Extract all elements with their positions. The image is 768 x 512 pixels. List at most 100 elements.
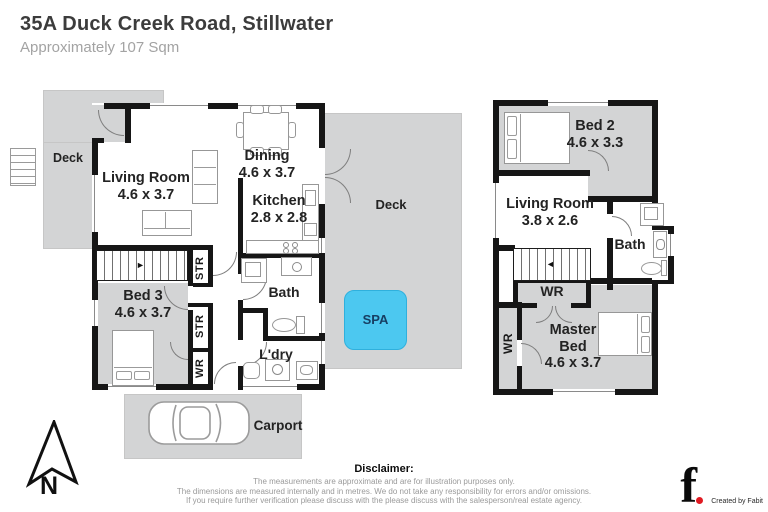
fabit-credit: Created by Fabit — [711, 498, 763, 505]
washing-machine-icon — [265, 359, 290, 381]
chair-icon — [288, 122, 296, 138]
wall — [493, 245, 515, 251]
disclaimer-line: The dimensions are measured internally a… — [176, 486, 592, 496]
pillow-icon — [507, 139, 517, 159]
kitchen-counter-icon — [246, 240, 319, 254]
window — [150, 103, 208, 109]
wall — [95, 245, 212, 250]
master-bed-label: Master Bed 4.6 x 3.7 — [544, 322, 602, 372]
window — [108, 384, 156, 390]
vanity-icon — [653, 231, 667, 258]
window — [668, 234, 674, 256]
sofa-cushion-line — [165, 212, 166, 228]
sofa-icon — [142, 210, 192, 236]
car-icon — [148, 401, 250, 445]
toilet-tank-icon — [661, 260, 667, 276]
blanket-line — [637, 314, 638, 354]
page-subtitle: Approximately 107 Sqm — [20, 39, 180, 56]
deck-left-label: Deck — [53, 151, 83, 165]
chair-icon — [268, 105, 282, 114]
stove-burner-icon — [283, 248, 289, 254]
wall — [652, 100, 658, 226]
dining-table-icon — [243, 112, 289, 150]
wall — [513, 303, 537, 308]
blanket-line — [114, 367, 152, 368]
wall — [571, 303, 591, 308]
wall — [190, 283, 213, 287]
kitchen-counter-icon — [302, 184, 319, 254]
toilet-icon — [641, 262, 662, 275]
fabit-logo: f Created by Fabit — [655, 457, 765, 512]
shelf-line — [194, 167, 216, 168]
north-label: N — [40, 472, 59, 500]
wall — [188, 245, 193, 390]
door-gap — [238, 340, 243, 366]
str1-label: STR — [194, 256, 206, 280]
stove-burner-icon — [292, 248, 298, 254]
disclaimer-block: Disclaimer: The measurements are approxi… — [0, 463, 768, 506]
stairs-direction-icon: ◄ — [546, 259, 555, 269]
wall — [92, 138, 104, 143]
stairs-direction-icon: ► — [136, 260, 145, 270]
toilet-icon — [272, 318, 296, 332]
bed-icon — [112, 330, 154, 386]
tub-basin-icon — [300, 365, 313, 375]
window — [319, 238, 325, 258]
deck-right-label: Deck — [375, 197, 407, 212]
window — [238, 103, 296, 109]
wall — [238, 253, 325, 258]
shower-tray-icon — [644, 207, 658, 220]
wall — [188, 348, 213, 352]
sink-icon — [656, 239, 665, 250]
deck-steps-icon — [10, 148, 36, 186]
wr-top-label: WR — [540, 283, 564, 299]
window — [92, 300, 98, 326]
stairs — [96, 250, 188, 281]
vanity-icon — [281, 257, 312, 276]
door-gap — [188, 286, 193, 310]
dining-label: Dining 4.6 x 3.7 — [238, 148, 296, 181]
wall — [263, 336, 325, 341]
stove-burner-icon — [292, 242, 298, 248]
page-title: 35A Duck Creek Road, Stillwater — [20, 13, 334, 35]
wall — [586, 278, 652, 284]
laundry-label: L'dry — [259, 346, 293, 362]
wall — [652, 280, 658, 395]
disclaimer-line: The measurements are approximate and are… — [253, 477, 515, 486]
shelf-unit-icon — [192, 150, 218, 204]
wall — [588, 196, 652, 202]
upper-bath-label: Bath — [614, 236, 646, 252]
chair-icon — [250, 147, 264, 156]
sofa-back-line — [144, 228, 190, 229]
chair-icon — [250, 105, 264, 114]
living-room-label: Living Room 4.6 x 3.7 — [102, 170, 190, 203]
wr-strip-floor — [499, 308, 517, 390]
sink-icon — [292, 262, 302, 272]
toilet-tank-icon — [296, 316, 305, 334]
deck-left-side — [43, 142, 94, 249]
kitchen-label: Kitchen 2.8 x 2.8 — [250, 193, 308, 226]
shelf-line — [194, 184, 216, 185]
wall — [104, 103, 325, 109]
str2-label: STR — [194, 314, 206, 338]
carport-label: Carport — [253, 418, 303, 433]
bed3-label: Bed 3 4.6 x 3.7 — [114, 288, 172, 321]
wall — [652, 226, 672, 230]
window — [493, 183, 499, 238]
spa-label: SPA — [344, 290, 407, 350]
shower-tray-icon — [245, 262, 261, 277]
bed2-label: Bed 2 4.6 x 3.3 — [566, 118, 624, 151]
door-gap — [319, 148, 325, 204]
fabit-logo-dot-icon — [696, 497, 703, 504]
wall — [188, 303, 213, 307]
pillow-icon — [641, 316, 650, 333]
wall — [238, 178, 243, 258]
laundry-tub-icon — [296, 361, 318, 380]
wall — [493, 170, 590, 176]
pillow-icon — [134, 371, 150, 380]
pillow-icon — [507, 116, 517, 136]
bed-icon — [598, 312, 652, 356]
wall — [92, 141, 98, 390]
door-gap — [212, 384, 238, 390]
wall — [208, 303, 213, 390]
